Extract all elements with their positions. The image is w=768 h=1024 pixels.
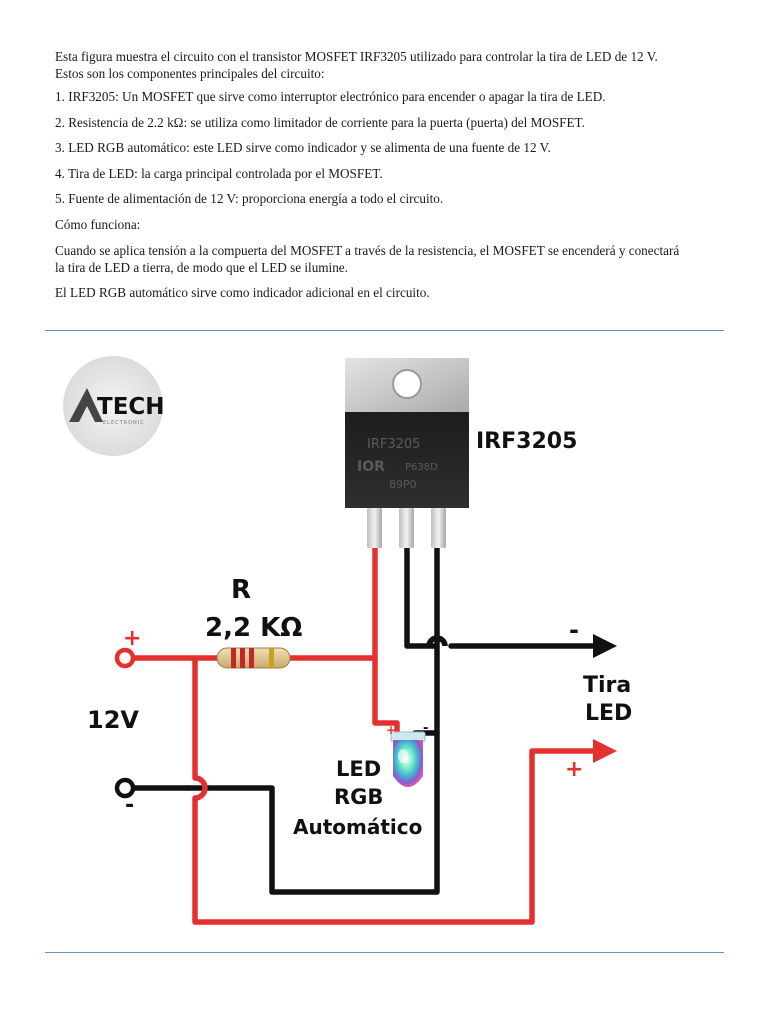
logo-text: TECH — [97, 394, 165, 420]
how-paragraph: Cuando se aplica tensión a la compuerta … — [55, 242, 725, 276]
led-plus-sign: + — [386, 723, 396, 737]
strip-positive-wire — [192, 748, 600, 925]
strip-minus-sign: - — [569, 616, 579, 644]
ground-wire — [184, 533, 440, 895]
mosfet-body — [345, 412, 469, 508]
intro-paragraph: Esta figura muestra el circuito con el t… — [55, 48, 725, 82]
led-label-line3: Automático — [293, 815, 422, 839]
strip-plus-sign: + — [565, 757, 583, 782]
mosfet-marking-3: 89P0 — [389, 478, 417, 491]
wire-crossing-red — [194, 775, 208, 801]
list-item: 5. Fuente de alimentación de 12 V: propo… — [55, 191, 444, 207]
resistor-band — [231, 648, 236, 668]
supply-voltage-label: 12V — [87, 706, 139, 734]
circuit-figure: TECH ELECTRONIC — [45, 336, 724, 946]
logo-subtext: ELECTRONIC — [103, 420, 145, 426]
logo-circle — [63, 356, 163, 456]
mosfet-marking-2: P638D — [405, 462, 438, 473]
gate-wire — [287, 533, 378, 661]
resistor-band — [240, 648, 245, 668]
divider-top — [45, 330, 724, 331]
list-item: 4. Tira de LED: la carga principal contr… — [55, 165, 383, 181]
led-label-line2: RGB — [334, 785, 383, 809]
circuit-diagram: TECH ELECTRONIC — [63, 356, 632, 925]
how-line: Cuando se aplica tensión a la compuerta … — [55, 242, 680, 258]
tech-logo: TECH ELECTRONIC — [63, 356, 165, 456]
supply-positive-terminal-icon — [114, 647, 136, 669]
closing-paragraph: El LED RGB automático sirve como indicad… — [55, 285, 430, 301]
resistor-letter: R — [231, 575, 251, 605]
how-heading: Cómo funciona: — [55, 216, 141, 232]
mosfet-gate-pin — [367, 508, 382, 548]
led-highlight — [398, 749, 408, 763]
resistor-band — [269, 648, 274, 668]
how-line: la tira de LED a tierra, de modo que el … — [55, 259, 348, 275]
supply-plus-sign: + — [123, 626, 141, 651]
resistor — [216, 647, 291, 669]
intro-line: Estos son los componentes principales de… — [55, 66, 325, 81]
strip-label-line1: Tira — [583, 673, 631, 698]
list-item: 3. LED RGB automático: este LED sirve co… — [55, 140, 551, 156]
led-minus-sign: - — [423, 721, 428, 736]
strip-positive-arrow-icon — [593, 739, 617, 763]
led-dome — [393, 740, 423, 787]
wire-crossing — [426, 635, 448, 647]
resistor-value: 2,2 KΩ — [205, 613, 302, 643]
resistor-band — [249, 648, 254, 668]
intro-line: Esta figura muestra el circuito con el t… — [55, 49, 658, 64]
mosfet-irf3205: IRF3205 IOR P638D 89P0 IRF3205 — [345, 358, 577, 548]
mosfet-drain-pin — [399, 508, 414, 548]
positive-wires — [128, 533, 600, 925]
strip-negative-arrow-icon — [593, 634, 617, 658]
list-item: 2. Resistencia de 2.2 kΩ: se utiliza com… — [55, 114, 585, 130]
logo-mark-icon — [69, 388, 103, 422]
led-positive-wire — [372, 655, 400, 739]
mosfet-source-pin — [431, 508, 446, 548]
supply-negative-terminal-icon — [114, 777, 136, 799]
drain-wire — [404, 533, 438, 649]
mosfet-marking-1: IRF3205 — [367, 437, 420, 452]
strip-label-line2: LED — [585, 701, 632, 726]
document-text: Esta figura muestra el circuito con el t… — [55, 48, 725, 310]
mosfet-label: IRF3205 — [476, 429, 577, 454]
mosfet-brand: IOR — [357, 459, 385, 475]
supply-minus-sign: - — [125, 793, 134, 818]
rgb-led: + - — [386, 721, 428, 787]
divider-bottom — [45, 952, 724, 953]
list-item: 1. IRF3205: Un MOSFET que sirve como int… — [55, 89, 606, 104]
mosfet-mounting-hole — [392, 369, 422, 399]
led-label-line1: LED — [336, 757, 381, 781]
